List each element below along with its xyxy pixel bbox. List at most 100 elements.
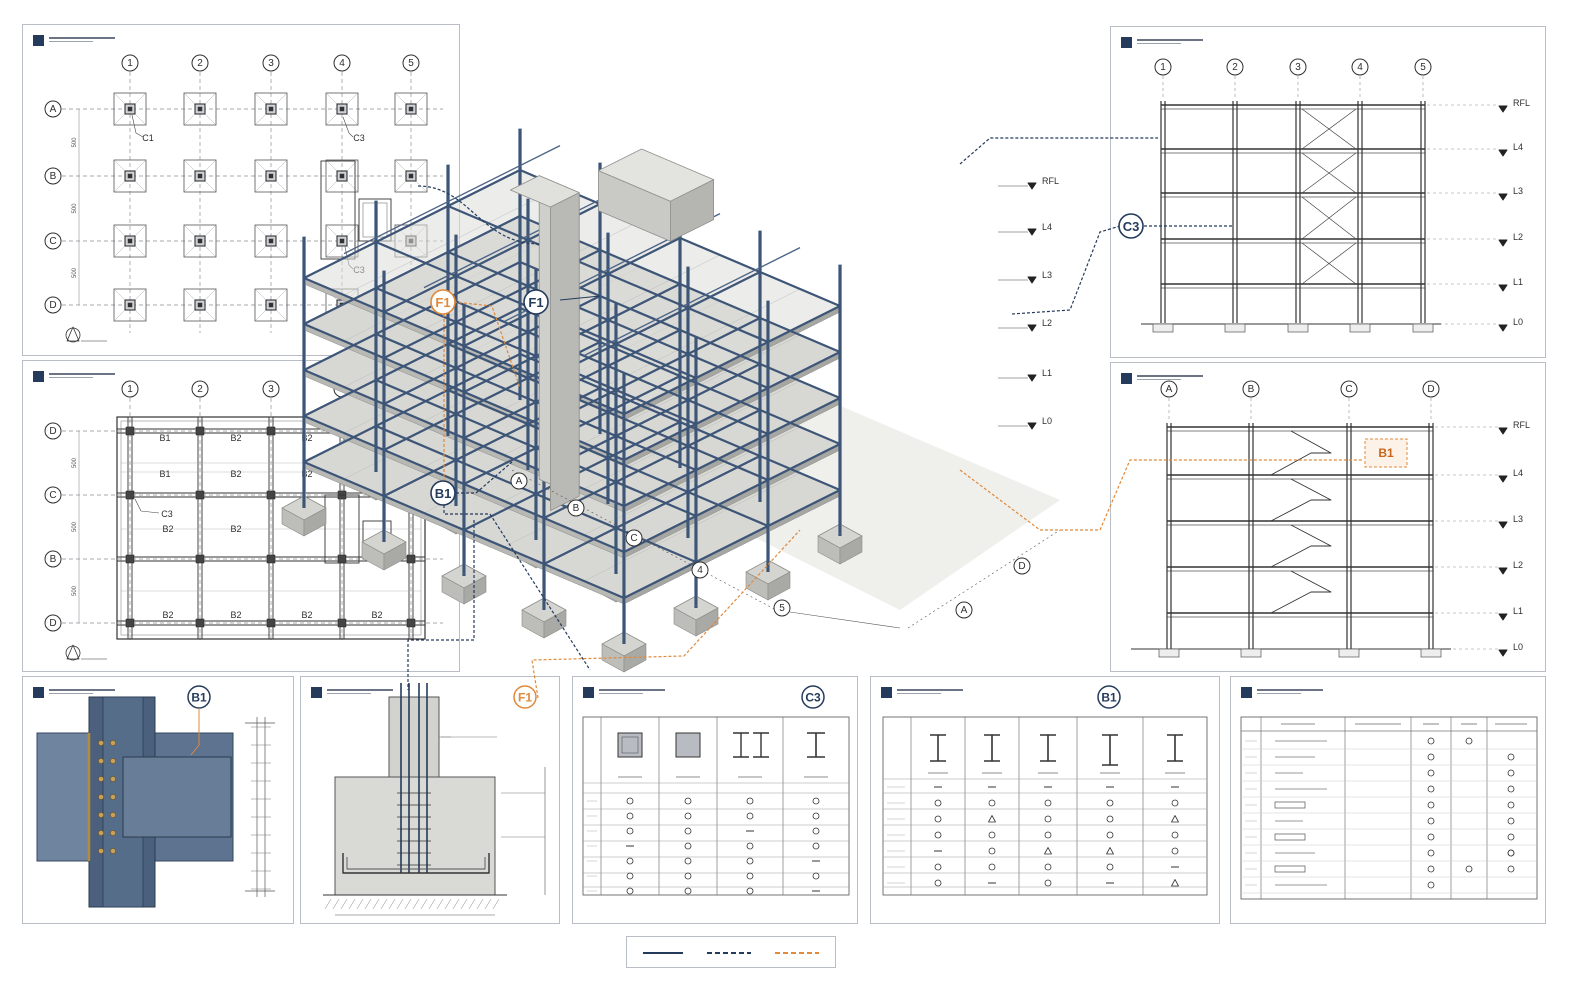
concrete-core: [538, 175, 580, 497]
grid-row-bubble-circle: [44, 100, 62, 118]
level-label: L0: [1042, 416, 1052, 426]
schedule-mark-circle: [746, 812, 754, 820]
slab-joint: [463, 421, 681, 531]
grid-row-bubble: B: [50, 554, 57, 565]
schedule-mark-circle: [934, 815, 942, 823]
footing-side: [505, 469, 529, 499]
schedule-mark-circle: [812, 842, 820, 850]
footing-side: [601, 643, 625, 673]
footing-block: [673, 595, 719, 621]
dimension-label: 500: [72, 585, 78, 596]
grid-col-bubble-circle: [121, 54, 139, 72]
footing-outline: [113, 288, 147, 322]
dimension-label: 500: [72, 457, 78, 468]
pedestal: [388, 696, 440, 782]
slab-joint: [583, 334, 801, 444]
schedule-mark-circle: [1106, 799, 1114, 807]
grid-col-bubble-circle: [191, 380, 209, 398]
column-core: [339, 173, 345, 179]
grid-col-bubble: 2: [197, 58, 203, 69]
schedule-mark-circle: [746, 797, 754, 805]
grid-col-bubble-circle: [1340, 380, 1358, 398]
schedule-mark-circle: [1171, 831, 1179, 839]
footing-section: [1412, 323, 1434, 333]
concrete-core-side: [550, 192, 580, 512]
column-section: [266, 554, 276, 564]
footing-block: [745, 559, 791, 585]
rooftop-box-top: [598, 148, 714, 202]
schedule-mark-triangle: [1106, 847, 1114, 855]
dimension-label: 500: [72, 203, 78, 214]
soil-hatch: [444, 898, 452, 910]
footing-block: [817, 523, 863, 549]
footing-side: [665, 537, 689, 567]
iso-grid-bubble: A: [961, 605, 968, 616]
slab-joint: [503, 346, 721, 456]
connecting-beam: [122, 756, 232, 838]
schedule-mark-circle: [684, 887, 692, 895]
bolt: [98, 740, 104, 746]
grid-col-bubble-circle: [1289, 58, 1307, 76]
grid-row-bubble-circle: [44, 614, 62, 632]
soil-hatch: [380, 898, 388, 910]
grid-row-bubble: C: [49, 490, 56, 501]
footing-block: [737, 489, 783, 515]
callout-f1-iso-bubble-circle: [523, 289, 549, 315]
column-section-square: [675, 732, 701, 758]
iso-grid-bubble: B: [573, 503, 580, 514]
grid-col-bubble: C: [1345, 384, 1352, 395]
footing-side: [519, 399, 543, 429]
grid-col-bubble: 5: [1420, 62, 1426, 73]
beam-section-i: [1102, 734, 1118, 766]
steel-beam: [463, 237, 681, 347]
footing-side: [695, 607, 719, 637]
north-arrow-icon: [65, 327, 81, 343]
column-section: [195, 490, 205, 500]
column-core: [197, 173, 203, 179]
footing-side: [687, 537, 711, 567]
grid-col-bubble: 5: [408, 58, 414, 69]
column-schedule-c3-callout-circle: [801, 685, 825, 709]
level-label: L4: [1513, 142, 1523, 152]
footing-side: [745, 571, 769, 601]
level-label: L0: [1513, 317, 1523, 327]
soil-hatch: [332, 898, 340, 910]
slab-edge: [623, 443, 841, 559]
level-label: L2: [1513, 560, 1523, 570]
grid-row-bubble-circle: [44, 296, 62, 314]
column-tag-c1: C1: [142, 133, 154, 143]
footing-side: [521, 609, 545, 639]
ground-shadow: [500, 320, 1060, 610]
schedule-member-shape: [1274, 833, 1306, 841]
grid-col-bubble: 2: [197, 384, 203, 395]
footing-side: [593, 573, 617, 603]
soil-hatch: [404, 898, 412, 910]
column-core: [268, 173, 274, 179]
schedule-mark-circle: [1465, 865, 1473, 873]
grid-col-bubble-circle: [1160, 380, 1178, 398]
footing-side: [817, 535, 841, 565]
beam-tag: B2: [230, 469, 241, 479]
dimension-label: 500: [72, 137, 78, 148]
schedule-mark-circle: [1044, 815, 1052, 823]
grid-col-bubble: B: [1248, 384, 1255, 395]
leader-f1-detail-to-iso: [531, 529, 801, 699]
schedule-border: [1240, 716, 1538, 900]
lift-shaft-outline: [358, 198, 392, 242]
bolt: [110, 758, 116, 764]
schedule-mark-circle: [626, 812, 634, 820]
north-arrow-icon: [66, 326, 80, 342]
roof-purlin: [503, 212, 721, 323]
schedule-mark-circle: [1106, 831, 1114, 839]
schedule-mark-circle: [1507, 865, 1515, 873]
level-marker-icon: [1027, 276, 1037, 284]
column-section: [125, 554, 135, 564]
cross-bracing: [1301, 108, 1357, 150]
footing-outline: [183, 159, 217, 193]
iso-grid-bubble-circle: [691, 561, 709, 579]
footing-side: [679, 467, 703, 497]
grid-row-bubble-circle: [44, 550, 62, 568]
grid-row-bubble: A: [50, 104, 57, 115]
column-section: [406, 554, 416, 564]
